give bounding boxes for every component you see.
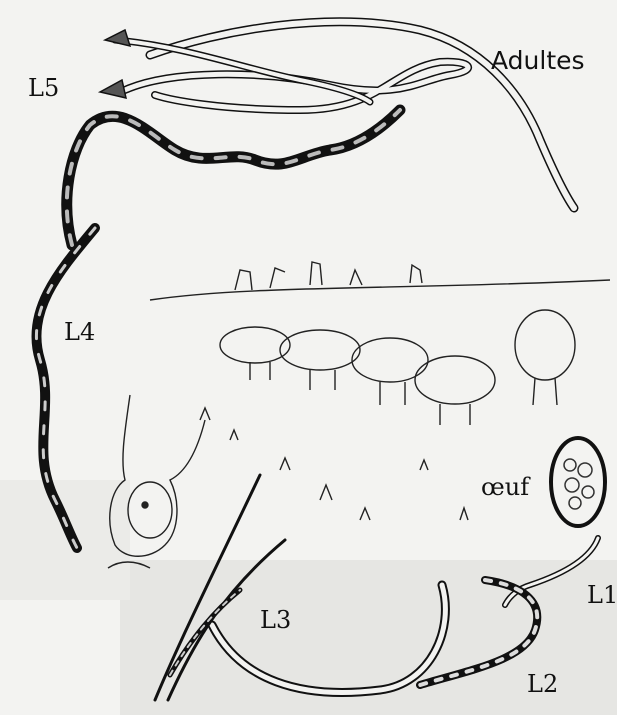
label-l3: L3 [260, 608, 291, 632]
label-l5: L5 [28, 76, 59, 100]
label-egg: œuf [481, 475, 529, 499]
label-l1: L1 [587, 583, 617, 607]
label-l4: L4 [64, 320, 95, 344]
label-adults: Adultes [491, 48, 585, 73]
l5-larva [67, 110, 400, 245]
background-shadow-left [0, 480, 130, 600]
egg [551, 438, 605, 526]
pasture-scene [108, 262, 610, 568]
label-l2: L2 [527, 672, 558, 696]
